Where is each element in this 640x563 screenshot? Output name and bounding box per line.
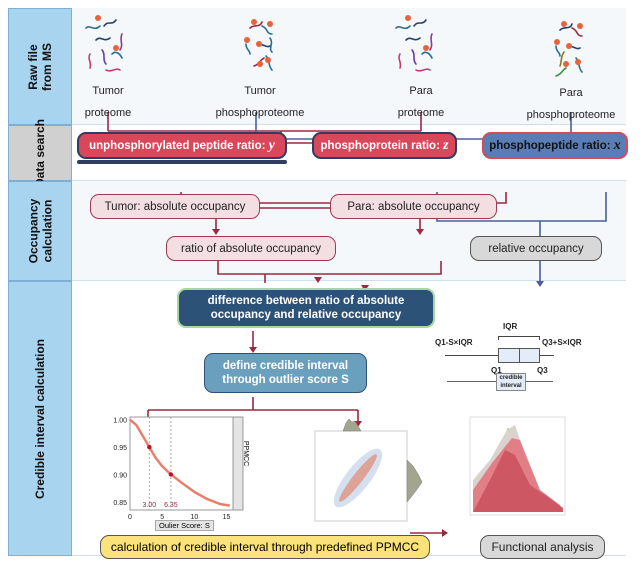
- ppmcc-ytick: 1.00: [113, 418, 127, 425]
- stage-search-label: Data search: [8, 119, 72, 187]
- unphosphorylated-peptide-ratio-box: unphosphorylated peptide ratio: y: [77, 132, 287, 159]
- ppmcc-ytick: 0.90: [113, 472, 127, 479]
- ppmcc-marker-label: 6.35: [164, 502, 178, 509]
- ppmcc-plot-area: [129, 416, 234, 511]
- q1-label: Q1: [491, 366, 502, 375]
- high-whisker-label: Q3+S×IQR: [542, 338, 582, 347]
- ppmcc-ytick: 0.95: [113, 445, 127, 452]
- top-marginal-histogram: [342, 418, 362, 432]
- scatter-plot-image: [314, 418, 423, 522]
- median-line: [519, 348, 520, 363]
- iqr-label: IQR: [503, 322, 518, 331]
- ppmcc-marker-point: [168, 472, 174, 477]
- stage-credible-label: Credible interval calculation: [8, 281, 72, 556]
- q3-label: Q3: [537, 366, 548, 375]
- low-whisker-label: Q1-S×IQR: [435, 338, 473, 347]
- para-absolute-occupancy-box: Para: absolute occupancy: [330, 194, 497, 219]
- calculation-credible-interval-box: calculation of credible interval through…: [100, 535, 430, 559]
- ppmcc-marker-point: [147, 444, 152, 450]
- ppmcc-strip: [232, 416, 244, 511]
- ratio-absolute-occupancy-box: ratio of absolute occupancy: [166, 236, 336, 261]
- ppmcc-ytick: 0.85: [113, 500, 127, 507]
- iqr-bracket: [498, 336, 540, 340]
- unphosphorylated-peptide-ratio-box: [77, 160, 287, 164]
- phosphopeptide-ratio-box: phosphopeptide ratio: x: [482, 132, 628, 159]
- ppmcc-xtick: 15: [223, 514, 231, 521]
- right-marginal-histogram: [406, 459, 423, 503]
- relative-occupancy-box: relative occupancy: [470, 236, 602, 261]
- ppmcc-line: [129, 418, 230, 507]
- stage-raw-band: [72, 8, 626, 125]
- functional-analysis-box: Functional analysis: [480, 535, 605, 559]
- ppmcc-xtick: 0: [128, 514, 132, 521]
- ppmcc-xlabel: Oulier Score: S: [155, 520, 214, 531]
- density-plot-image: [469, 416, 566, 516]
- tumor-absolute-occupancy-box: Tumor: absolute occupancy: [90, 194, 260, 219]
- phosphoprotein-ratio-box: phosphoprotein ratio: z: [312, 132, 457, 159]
- ppmcc-xtick: 10: [190, 514, 198, 521]
- molecule-icons: [85, 15, 583, 77]
- ppmcc-xtick: 5: [160, 514, 164, 521]
- ppmcc-marker-label: 3.00: [143, 502, 157, 509]
